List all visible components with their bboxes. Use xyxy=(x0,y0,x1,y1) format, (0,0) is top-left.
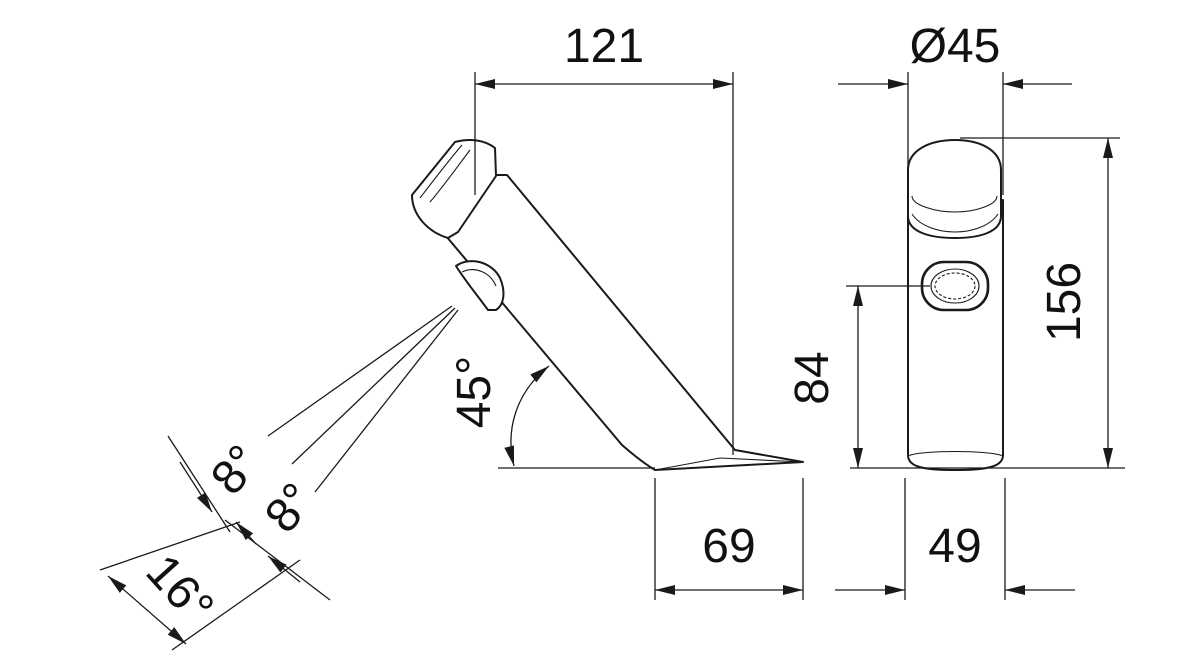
aerator-side xyxy=(455,260,505,311)
dim-spray-angle-b-label: 8° xyxy=(255,473,325,542)
front-view xyxy=(835,72,1125,600)
tap-body-front xyxy=(907,199,1004,471)
push-button-front xyxy=(907,139,1002,239)
dim-length-label: 121 xyxy=(564,20,644,73)
dim-diameter-label: Ø45 xyxy=(910,20,1001,73)
dim-outlet-height-label: 84 xyxy=(786,351,839,404)
dim-base-width-label: 49 xyxy=(928,520,981,573)
dim-spray-angle-a-label: 8° xyxy=(201,435,271,504)
tap-body-side xyxy=(445,174,804,471)
dim-spout-angle-label: 45° xyxy=(448,356,501,429)
dim-height-label: 156 xyxy=(1038,262,1091,342)
side-view xyxy=(99,72,804,651)
dim-spray-total-label: 16° xyxy=(136,545,224,634)
dim-base-offset-label: 69 xyxy=(702,520,755,573)
